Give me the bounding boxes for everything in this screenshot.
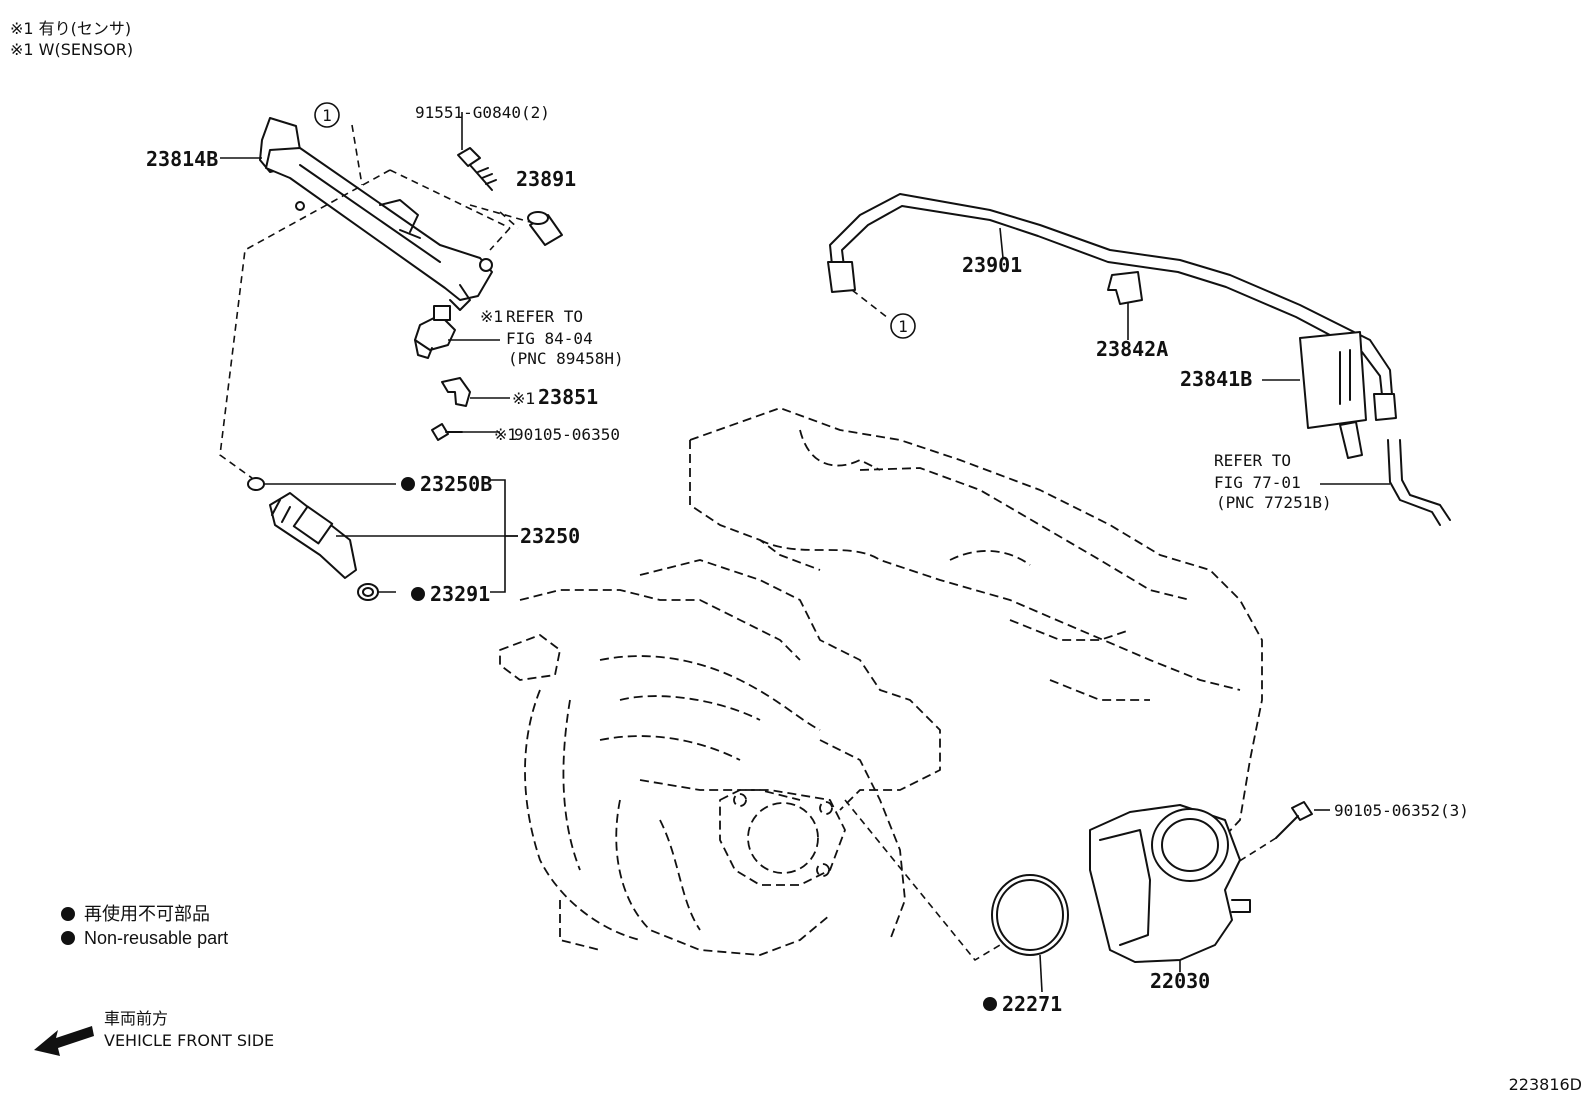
fuel-rail-assembly (259, 117, 493, 311)
legend-dot-en (61, 931, 75, 945)
legend-front-jp: 車両前方 (104, 1009, 168, 1028)
label-23250b: 23250B (420, 472, 492, 496)
vehicle-front-arrow-icon (34, 1026, 94, 1056)
label-ref1-mark: ※1 (480, 307, 504, 326)
label-ref2-line3: (PNC 77251B) (1216, 493, 1332, 512)
non-reusable-dot-23250b (401, 477, 415, 491)
hose-to-fig-77-01 (1399, 439, 1451, 521)
legend-non-reusable-en: Non-reusable part (84, 928, 228, 948)
legend-dot-jp (61, 907, 75, 921)
label-23814b: 23814B (146, 147, 218, 171)
bolt-91551-icon (457, 147, 497, 191)
legend-front-en: VEHICLE FRONT SIDE (104, 1031, 274, 1050)
fuel-rail (265, 147, 493, 301)
label-ref1-line2: FIG 84-04 (506, 329, 593, 348)
clip-23851-icon (441, 377, 471, 407)
filter-23841b-icon (1299, 331, 1367, 459)
o-ring-23250b-icon (247, 477, 265, 491)
insulator-23291-icon (357, 583, 379, 601)
label-23891: 23891 (516, 167, 576, 191)
note-sensor-en: ※1 W(SENSOR) (10, 40, 133, 59)
label-90105-06350-mark: ※1 (494, 425, 518, 444)
label-23250: 23250 (520, 524, 580, 548)
callout-1b-label: 1 (898, 317, 908, 336)
label-23901: 23901 (962, 253, 1022, 277)
non-reusable-dot-23291 (411, 587, 425, 601)
label-ref2-line2: FIG 77-01 (1214, 473, 1301, 492)
label-23291: 23291 (430, 582, 490, 606)
bolt-90105-06352-icon (1275, 801, 1313, 839)
label-22271: 22271 (1002, 992, 1062, 1016)
non-reusable-dot-22271 (983, 997, 997, 1011)
collar-23891-icon (527, 211, 563, 246)
reference-callout-1: 1 (314, 102, 340, 128)
label-23851: 23851 (538, 385, 598, 409)
clamp-23842a-icon (1107, 271, 1143, 305)
label-23841b: 23841B (1180, 367, 1252, 391)
figure-id: 223816D (1509, 1075, 1582, 1094)
label-91551-g0840: 91551-G0840(2) (415, 103, 550, 122)
label-90105-06350: 90105-06350 (514, 425, 620, 444)
fuel-pressure-sensor-icon (414, 305, 456, 359)
gasket-22271-icon (991, 874, 1069, 956)
label-22030: 22030 (1150, 969, 1210, 993)
fuel-injector-icon (269, 492, 357, 579)
label-90105-06352: 90105-06352(3) (1334, 801, 1469, 820)
reference-callout-1b: 1 (890, 313, 916, 339)
bolt-90105-06350-icon (431, 423, 463, 441)
label-23851-mark: ※1 (512, 389, 536, 408)
label-23842a: 23842A (1096, 337, 1168, 361)
note-sensor-jp: ※1 有り(センサ) (10, 19, 131, 38)
legend-non-reusable-jp: 再使用不可部品 (84, 904, 210, 924)
label-ref2-line1: REFER TO (1214, 451, 1291, 470)
label-ref1-line1: REFER TO (506, 307, 583, 326)
callout-1-label: 1 (322, 106, 332, 125)
throttle-body-icon (1089, 804, 1251, 963)
label-ref1-line3: (PNC 89458H) (508, 349, 624, 368)
engine-outline (499, 407, 1263, 956)
